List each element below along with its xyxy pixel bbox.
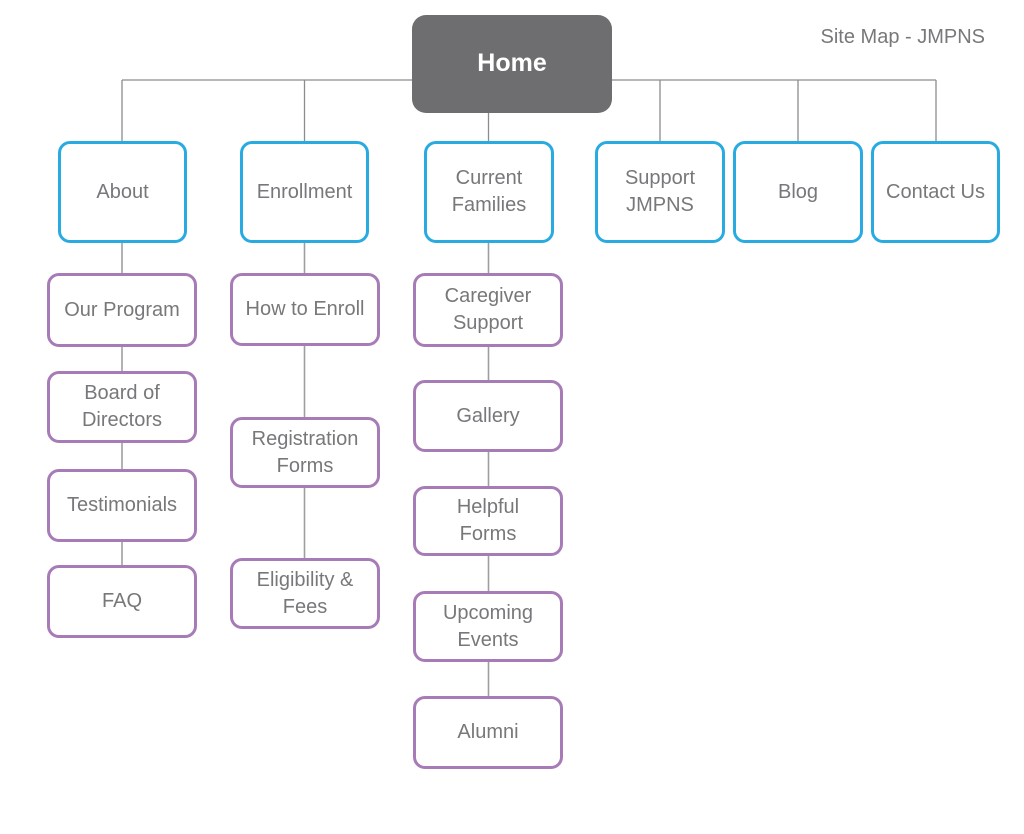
node-upcoming-events: Upcoming Events: [413, 591, 563, 662]
node-contact-us: Contact Us: [871, 141, 1000, 243]
node-helpful-forms: Helpful Forms: [413, 486, 563, 556]
node-our-program: Our Program: [47, 273, 197, 347]
page-title: Site Map - JMPNS: [820, 26, 985, 48]
node-about: About: [58, 141, 187, 243]
node-faq: FAQ: [47, 565, 197, 638]
node-eligibility-fees: Eligibility & Fees: [230, 558, 380, 629]
node-home: Home: [412, 15, 612, 113]
node-blog: Blog: [733, 141, 863, 243]
node-current-families: Current Families: [424, 141, 554, 243]
node-enrollment: Enrollment: [240, 141, 369, 243]
node-alumni: Alumni: [413, 696, 563, 769]
node-support-jmpns: Support JMPNS: [595, 141, 725, 243]
node-how-to-enroll: How to Enroll: [230, 273, 380, 346]
node-board-of-directors: Board of Directors: [47, 371, 197, 443]
node-gallery: Gallery: [413, 380, 563, 452]
node-registration-forms: Registration Forms: [230, 417, 380, 488]
node-caregiver-support: Caregiver Support: [413, 273, 563, 347]
node-testimonials: Testimonials: [47, 469, 197, 542]
